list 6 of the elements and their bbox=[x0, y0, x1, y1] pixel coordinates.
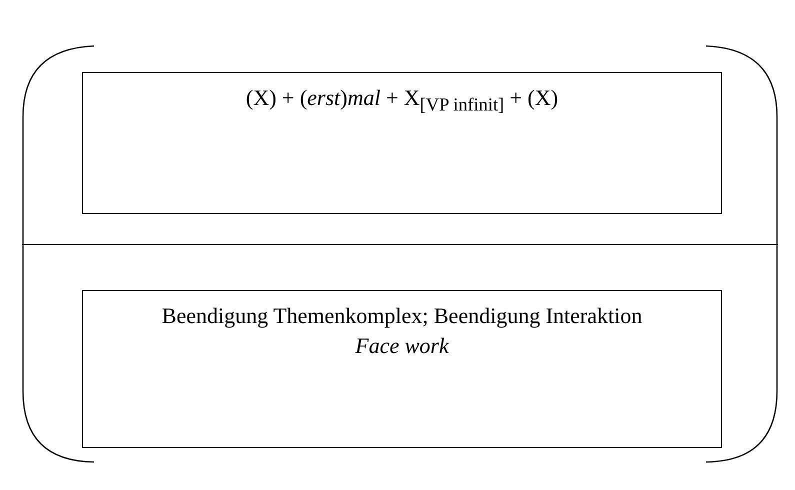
bracket-frame bbox=[22, 45, 778, 463]
text-box bbox=[82, 290, 722, 448]
text-box bbox=[82, 72, 722, 214]
construction-text: (X) + (erst)mal + X$_{[VP infinit]}$ + (X) bbox=[244, 84, 560, 116]
note-text: Face work bbox=[354, 332, 450, 360]
construction-text: Beendigung Themenkomplex; Beendigung Interaktion bbox=[160, 302, 644, 330]
